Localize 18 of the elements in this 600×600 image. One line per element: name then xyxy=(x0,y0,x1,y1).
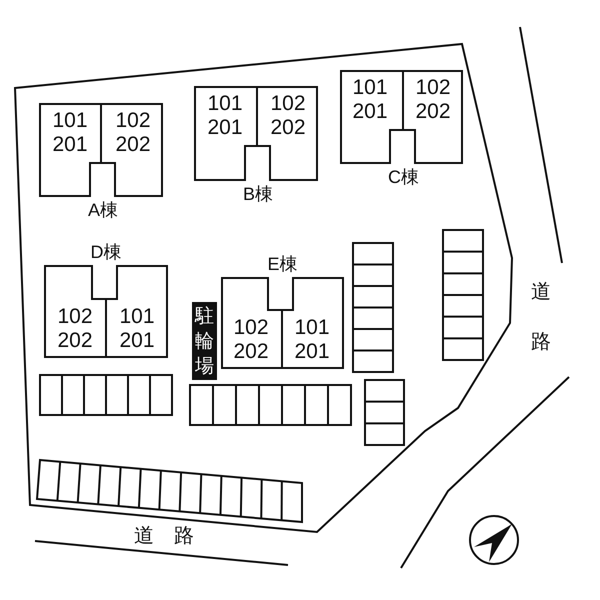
room-numbers: 101 201 xyxy=(207,92,243,140)
room-numbers: 102 202 xyxy=(233,316,269,364)
building-label: C棟 xyxy=(388,167,419,187)
road-label: 道路 xyxy=(531,280,551,355)
room-numbers: 102 202 xyxy=(270,92,306,140)
room-numbers: 102 202 xyxy=(115,109,151,157)
building-label: A棟 xyxy=(88,200,118,220)
building-label: E棟 xyxy=(268,254,298,274)
room-numbers: 102 202 xyxy=(57,305,93,353)
room-numbers: 101 201 xyxy=(119,305,155,353)
road-label: 道路 xyxy=(134,525,214,547)
room-numbers: 101 201 xyxy=(352,76,388,124)
building-label: D棟 xyxy=(90,242,122,262)
room-numbers: 101 201 xyxy=(294,316,330,364)
bicycle-parking-box: 駐輪場 xyxy=(192,302,217,380)
building-label: B棟 xyxy=(243,184,273,204)
room-numbers: 102 202 xyxy=(415,76,451,124)
room-numbers: 101 201 xyxy=(52,109,88,157)
